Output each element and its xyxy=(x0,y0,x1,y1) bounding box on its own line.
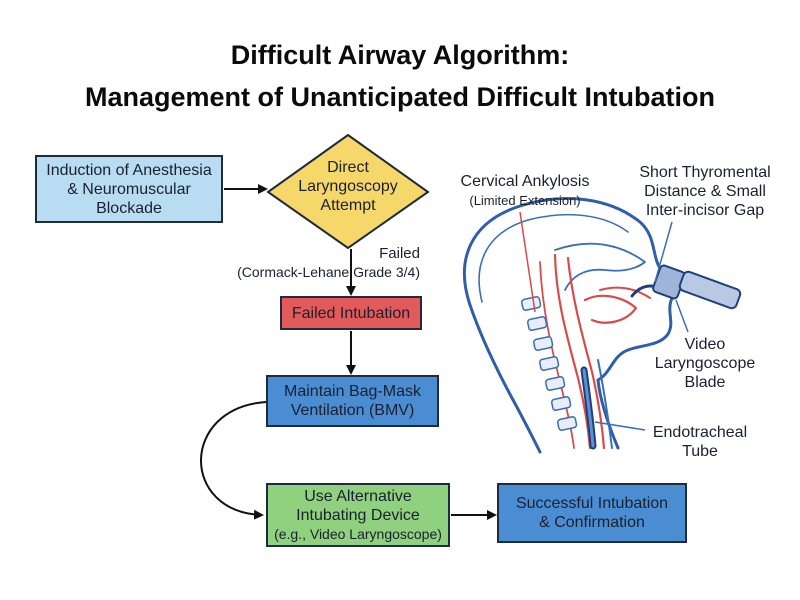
ett-line2: Tube xyxy=(682,443,718,460)
induction-box: Induction of Anesthesia & Neuromuscular … xyxy=(35,155,223,223)
failed-intubation-box: Failed Intubation xyxy=(280,296,422,330)
diagram-title-line1: Difficult Airway Algorithm: xyxy=(230,40,570,70)
leader-video xyxy=(675,299,689,333)
alt-line2: Intubating Device xyxy=(296,507,420,524)
success-line1: Successful Intubation xyxy=(515,495,669,512)
bmv-line2: Ventilation (BMV) xyxy=(290,402,415,419)
failed-intubation-text: Failed Intubation xyxy=(291,304,411,322)
thyromental-label: Short Thyromental Distance & Small Inter… xyxy=(620,163,790,220)
alt-line1: Use Alternative xyxy=(304,488,412,505)
thyro-line3: Inter-incisor Gap xyxy=(645,202,765,219)
arrow-bmv-to-alt xyxy=(200,401,267,520)
cervical-sub-text: (Limited Extension) xyxy=(469,193,581,208)
success-line2: & Confirmation xyxy=(539,514,645,531)
failed-grade-label: (Cormack-Lehane Grade 3/4) xyxy=(237,264,420,280)
direct-line1: Direct xyxy=(327,159,369,176)
bmv-box: Maintain Bag-Mask Ventilation (BMV) xyxy=(266,375,439,427)
direct-line2: Laryngoscopy xyxy=(298,178,398,195)
induction-line1: Induction of Anesthesia xyxy=(46,161,212,179)
cervical-ankylosis-label: Cervical Ankylosis (Limited Extension) xyxy=(450,172,600,210)
failed-edge-label: Failed (Cormack-Lehane Grade 3/4) xyxy=(120,245,420,281)
bmv-line1: Maintain Bag-Mask xyxy=(284,383,421,400)
video-laryngoscope-label: Video Laryngoscope Blade xyxy=(650,335,760,392)
thyro-line1: Short Thyromental xyxy=(639,164,771,181)
airway-anatomy-illustration xyxy=(462,197,742,454)
alternative-device-box: Use Alternative Intubating Device (e.g.,… xyxy=(266,483,450,547)
induction-line2: & Neuromuscular xyxy=(67,180,191,198)
direct-line3: Attempt xyxy=(320,197,376,214)
cervical-text: Cervical Ankylosis xyxy=(460,173,590,190)
failed-label: Failed xyxy=(379,245,420,262)
thyro-line2: Distance & Small xyxy=(644,183,766,200)
direct-laryngoscopy-diamond xyxy=(266,133,430,250)
alt-line3: (e.g., Video Laryngoscope) xyxy=(274,526,442,542)
leader-cervical xyxy=(519,211,536,313)
video-line2: Laryngoscope xyxy=(654,355,756,372)
leader-thyro xyxy=(654,221,673,283)
endotracheal-tube-label: Endotracheal Tube xyxy=(640,423,760,461)
video-line3: Blade xyxy=(684,374,726,391)
video-line1: Video xyxy=(684,336,726,353)
diagram-title-line2: Management of Unanticipated Difficult In… xyxy=(85,82,715,112)
induction-line3: Blockade xyxy=(96,199,162,217)
success-box: Successful Intubation & Confirmation xyxy=(497,483,687,543)
direct-laryngoscopy-text: Direct Laryngoscopy Attempt xyxy=(283,158,413,215)
ett-line1: Endotracheal xyxy=(652,424,748,441)
leader-ett xyxy=(594,421,646,431)
